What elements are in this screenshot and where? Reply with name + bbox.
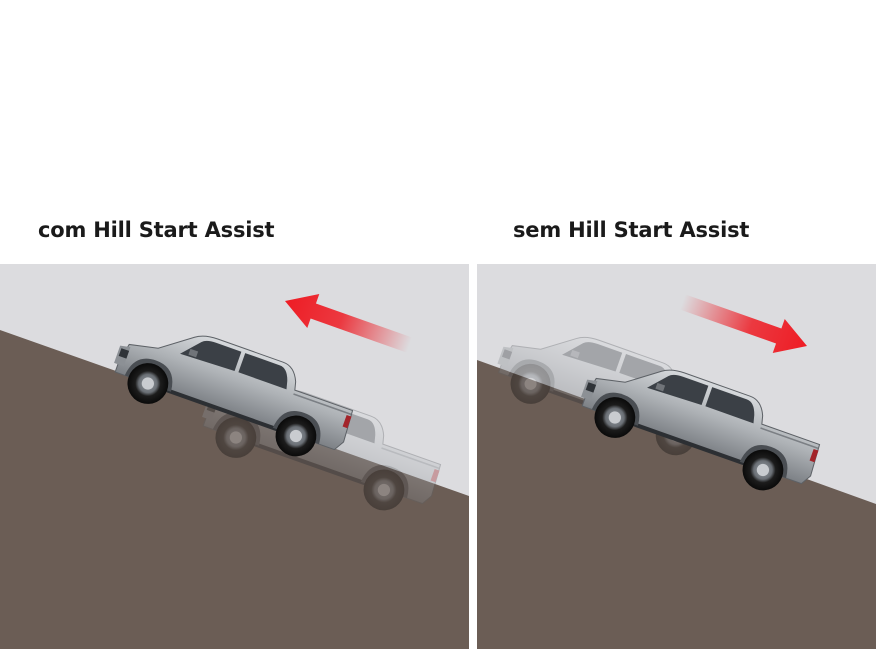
hill-slope [477,360,876,649]
caption-without-hill-start-assist: sem Hill Start Assist [513,218,750,242]
hill-slope [0,330,469,649]
arrow-down-slope-icon [679,294,807,353]
arrow-up-slope-icon [285,294,413,353]
panel-without-hill-start-assist [477,264,876,649]
illustration-left [0,264,469,649]
panel-with-hill-start-assist [0,264,469,649]
illustration-right [477,264,876,649]
caption-with-hill-start-assist: com Hill Start Assist [38,218,275,242]
